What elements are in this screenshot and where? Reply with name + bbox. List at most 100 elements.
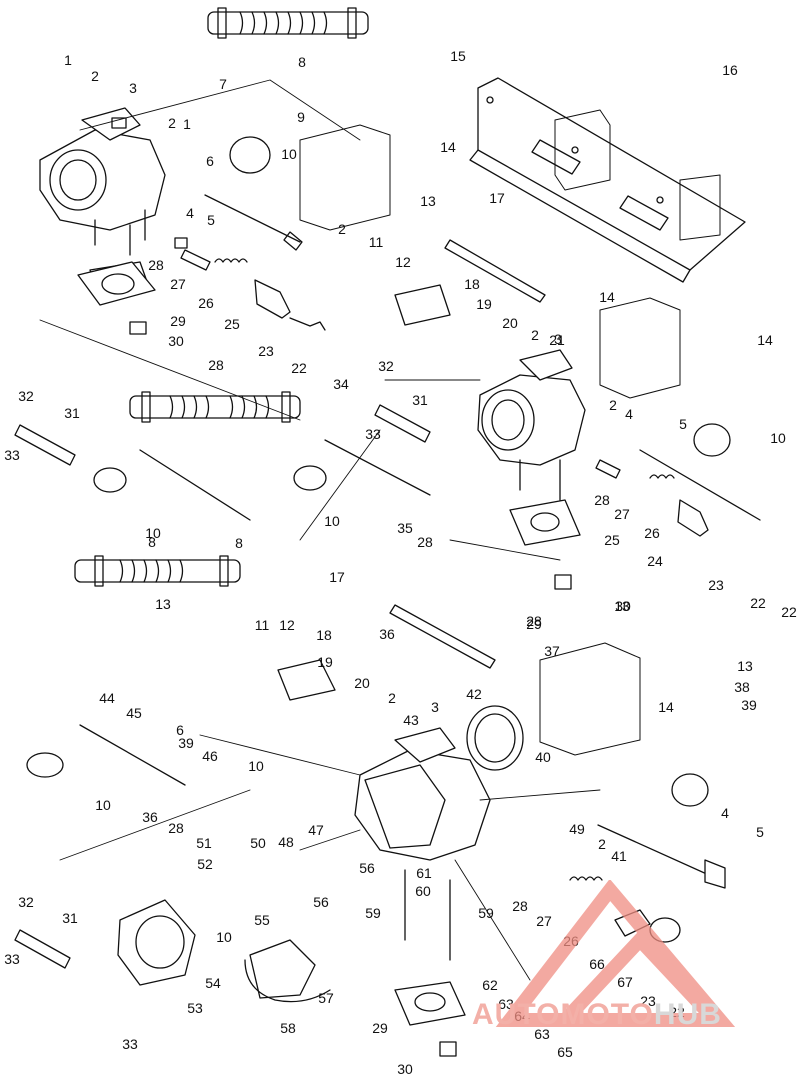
callout-label: 63 [534,1026,550,1042]
callout-label: 4 [625,406,633,422]
callout-label: 33 [365,426,381,442]
callout-label: 22 [291,360,307,376]
callout-label: 2 [388,690,396,706]
callout-label: 46 [202,748,218,764]
callout-label: 2 [91,68,99,84]
callout-label: 44 [99,690,115,706]
callout-label: 28 [148,257,164,273]
gasket-43 [466,705,524,771]
callout-label: 8 [148,534,156,550]
gasket-top [77,261,156,306]
callout-label: 45 [126,705,142,721]
callout-label: 10 [281,146,297,162]
hose-part-8-lower [74,555,241,587]
callout-label: 36 [379,626,395,642]
callout-label: 22 [750,595,766,611]
callout-label: 12 [279,617,295,633]
callout-label: 42 [466,686,482,702]
callout-label: 20 [354,675,370,691]
flange-plate-part-15 [469,77,746,283]
callout-label: 10 [216,929,232,945]
jet-parts-32 [14,404,431,969]
callout-label: 5 [207,212,215,228]
callout-label: 66 [589,956,605,972]
callout-label: 10 [145,525,161,541]
callout-label: 41 [611,848,627,864]
carburetor-3 [354,727,491,1057]
callout-label: 65 [557,1044,573,1060]
callout-label: 23 [708,577,724,593]
callout-label: 61 [416,865,432,881]
callout-label: 3 [431,699,439,715]
callout-label: 11 [368,234,384,250]
callout-label: 1 [64,52,72,68]
callout-label: 59 [478,905,494,921]
watermark-text-part: AUTOMOTO [472,998,654,1031]
callout-label: 19 [317,654,333,670]
callout-label: 40 [535,749,551,765]
callout-label: 37 [544,643,560,659]
callout-label: 28 [417,534,433,550]
callout-label: 28 [168,820,184,836]
callout-label: 26 [644,525,660,541]
callout-label: 10 [248,758,264,774]
callout-label: 29 [526,616,542,632]
callout-label: 22 [781,604,797,620]
callout-label: 10 [770,430,786,446]
callout-label: 28 [526,613,542,629]
callout-label: 15 [450,48,466,64]
callout-label: 58 [280,1020,296,1036]
callout-label: 27 [536,913,552,929]
callout-label: 52 [197,856,213,872]
callout-label: 2 [168,115,176,131]
callout-label: 12 [395,254,411,270]
callout-label: 20 [502,315,518,331]
callout-label: 25 [604,532,620,548]
callout-label: 19 [476,296,492,312]
callout-label: 6 [206,153,214,169]
pump-assembly [244,939,331,1003]
callout-label: 2 [338,221,346,237]
callout-label: 5 [679,416,687,432]
callout-label: 53 [187,1000,203,1016]
callout-label: 50 [250,835,266,851]
pump-cover [117,899,196,986]
callout-label: 47 [308,822,324,838]
watermark-text: AUTOMOTOHUB [472,998,722,1032]
callout-label: 35 [397,520,413,536]
callout-label: 11 [254,617,270,633]
throttle-shaft-top [204,136,303,251]
callout-label: 6 [176,722,184,738]
callout-label: 32 [18,894,34,910]
callout-label: 60 [415,883,431,899]
callout-label: 55 [254,912,270,928]
callout-label: 30 [168,333,184,349]
callout-label: 33 [4,447,20,463]
callout-label: 13 [420,193,436,209]
callout-label: 16 [722,62,738,78]
callout-label: 23 [258,343,274,359]
callout-label: 26 [198,295,214,311]
spring-set-top [174,237,326,331]
callout-label: 49 [569,821,585,837]
callout-label: 38 [734,679,750,695]
callout-label: 24 [647,553,663,569]
callout-label: 30 [615,598,631,614]
callout-label: 36 [142,809,158,825]
callout-label: 13 [737,658,753,674]
callout-label: 27 [170,276,186,292]
callout-label: 13 [155,596,171,612]
hose-part-8-middle [129,391,301,423]
callout-label: 3 [554,331,562,347]
callout-label: 2 [531,327,539,343]
callout-label: 28 [208,357,224,373]
callout-label: 8 [235,535,243,551]
watermark-logo-icon [495,880,736,1027]
callout-label: 51 [196,835,212,851]
callout-label: 5 [756,824,764,840]
callout-label: 10 [95,797,111,813]
callout-label: 57 [318,990,334,1006]
callout-label: 39 [741,697,757,713]
callout-label: 67 [617,974,633,990]
